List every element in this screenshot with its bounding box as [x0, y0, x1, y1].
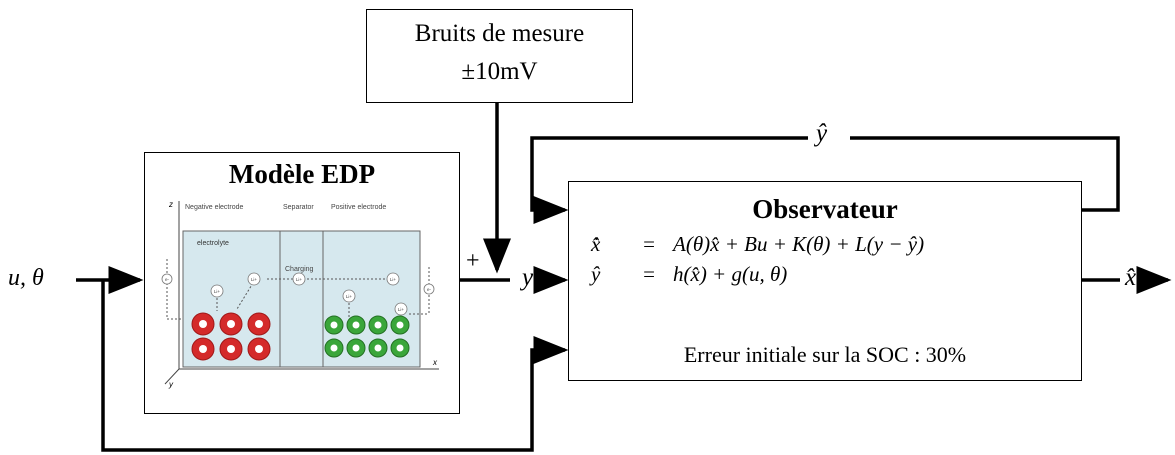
- input-label: u, θ: [8, 265, 44, 291]
- yhat-feedback-wire: [850, 136, 1120, 212]
- yhat-feedback-wire-2: [530, 136, 808, 224]
- axis-z-label: z: [168, 200, 173, 209]
- observer-box: Observateur x̂̇ = A(θ)x̂ + Bu + K(θ) + L(y…: [568, 181, 1082, 381]
- ion-label: Li+: [296, 277, 303, 282]
- ion-label: Li+: [398, 307, 405, 312]
- noise-box: Bruits de mesure ±10mV: [366, 9, 633, 103]
- noise-line2: ±10mV: [461, 58, 538, 85]
- ion-label: Li+: [251, 277, 258, 282]
- initial-error-note: Erreur initiale sur la SOC : 30%: [683, 342, 967, 367]
- eq2-lhs: ŷ: [591, 262, 601, 286]
- axis-y-label: y: [168, 380, 174, 389]
- xhat-label: x̂: [1125, 264, 1137, 291]
- model-box: Modèle EDP z x y Negative electrode Sepa…: [144, 152, 460, 414]
- model-title: Modèle EDP: [228, 159, 376, 189]
- eq1-lhs: x̂̇: [591, 232, 601, 256]
- input-branch-wire: [101, 280, 569, 452]
- negative-electrode-label: Negative electrode: [185, 204, 243, 211]
- electron-label: e-: [427, 287, 432, 292]
- electrolyte-label: electrolyte: [197, 240, 229, 247]
- battery-cell-figure: z x y Negative electrode Separator Posit…: [161, 200, 439, 389]
- eq1-rhs: A(θ)x̂ + Bu + K(θ) + L(y − ŷ): [673, 232, 925, 256]
- noise-line1: Bruits de mesure: [414, 20, 585, 47]
- ion-label: Li+: [346, 294, 353, 299]
- observer-equation-1: x̂̇ = A(θ)x̂ + Bu + K(θ) + L(y − ŷ): [591, 232, 924, 257]
- positive-electrode-label: Positive electrode: [331, 204, 386, 211]
- ion-label: Li+: [390, 277, 397, 282]
- separator-region: [279, 230, 324, 368]
- axis-x-label: x: [432, 358, 438, 367]
- plus-sign: +: [466, 248, 480, 274]
- observer-equation-2: ŷ = h(x̂) + g(u, θ): [591, 262, 787, 287]
- ion-label: Li+: [214, 289, 221, 294]
- yhat-label: ŷ: [816, 120, 828, 147]
- eq1-equals: =: [643, 232, 655, 256]
- charging-label: Charging: [285, 266, 314, 273]
- observer-title: Observateur: [752, 194, 898, 224]
- y-label: y: [522, 264, 534, 291]
- separator-label: Separator: [283, 204, 314, 211]
- electron-label: e-: [165, 277, 170, 282]
- eq2-equals: =: [643, 262, 655, 286]
- eq2-rhs: h(x̂) + g(u, θ): [673, 262, 788, 286]
